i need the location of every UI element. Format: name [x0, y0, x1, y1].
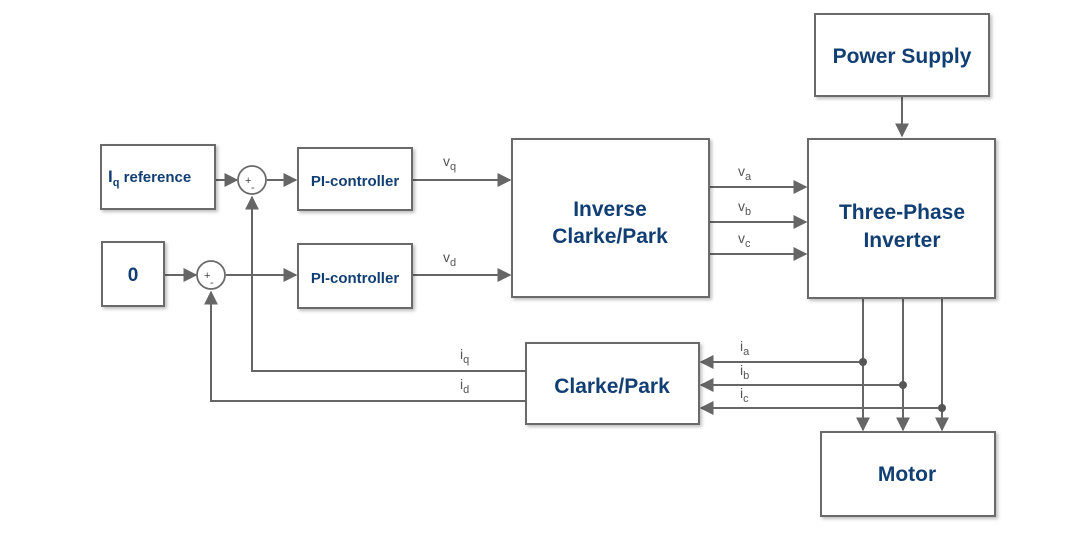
wire-id-feedback [204, 290, 526, 402]
clarke-park-block: Clarke/Park [525, 342, 700, 425]
summing-junction-d: + - [196, 260, 226, 290]
pi-controller-d-label: PI-controller [311, 270, 400, 287]
signal-label-vb: vb [738, 198, 751, 218]
inverse-clarke-park-block: Inverse Clarke/Park [511, 138, 710, 298]
clarke-park-label: Clarke/Park [554, 375, 670, 398]
zero-reference-label: 0 [128, 265, 139, 286]
pi-controller-q-label: PI-controller [311, 173, 400, 190]
zero-reference-block: 0 [101, 241, 165, 307]
sum-d-plus-sign: + [204, 270, 210, 282]
junction-dot-b [899, 381, 907, 389]
summing-junction-q: + - [237, 165, 267, 195]
signal-label-vc: vc [738, 230, 751, 250]
iq-reference-block: Iq reference [100, 144, 216, 210]
wire-iq-feedback [245, 195, 526, 372]
signal-label-ic: ic [740, 385, 749, 405]
inverse-clarke-park-line2: Clarke/Park [552, 225, 668, 248]
inverse-clarke-park-line1: Inverse [573, 198, 647, 221]
motor-label: Motor [878, 463, 936, 486]
three-phase-inverter-line2: Inverter [863, 229, 940, 252]
three-phase-inverter-line1: Three-Phase [839, 201, 965, 224]
signal-label-vd: vd [443, 249, 456, 269]
signal-label-vq: vq [443, 153, 456, 173]
junction-dot-c [938, 404, 946, 412]
signal-label-iq: iq [460, 346, 469, 366]
signal-label-va: va [738, 163, 752, 183]
iq-reference-label: Iq reference [108, 167, 191, 189]
pi-controller-d-block: PI-controller [297, 243, 413, 309]
signal-label-ib: ib [740, 362, 749, 382]
junction-dot-a [859, 358, 867, 366]
sum-d-minus-sign: - [210, 277, 214, 289]
pi-controller-q-block: PI-controller [297, 147, 413, 211]
three-phase-inverter-block: Three-Phase Inverter [807, 138, 996, 299]
signal-label-id: id [460, 376, 469, 396]
sum-q-plus-sign: + [245, 175, 251, 187]
signal-label-ia: ia [740, 338, 750, 358]
power-supply-label: Power Supply [833, 45, 972, 68]
motor-block: Motor [820, 431, 996, 517]
power-supply-block: Power Supply [814, 13, 990, 97]
sum-q-minus-sign: - [251, 182, 255, 194]
